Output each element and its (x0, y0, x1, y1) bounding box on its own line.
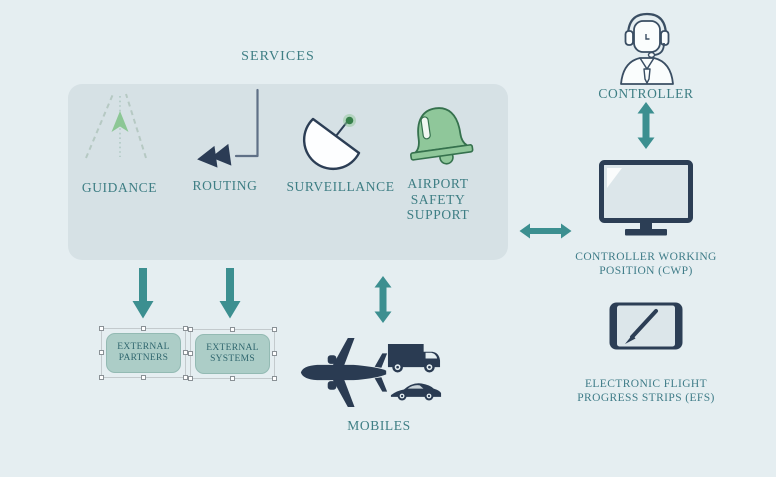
airplane-icon[interactable] (298, 330, 390, 415)
tablet-pen-icon[interactable] (609, 302, 683, 351)
arrow-services-to-external-systems[interactable] (219, 268, 241, 319)
surveillance-label: SURVEILLANCE (286, 179, 395, 194)
routing-icon[interactable] (196, 88, 260, 172)
external-systems-node[interactable]: EXTERNAL SYSTEMS (188, 327, 277, 381)
selection-handle[interactable] (99, 350, 104, 355)
selection-handle[interactable] (183, 375, 188, 380)
cwp-label: CONTROLLER WORKING POSITION (CWP) (575, 251, 717, 277)
guidance-label: GUIDANCE (81, 180, 158, 195)
external-systems-box[interactable]: EXTERNAL SYSTEMS (195, 334, 270, 374)
guidance-icon[interactable] (80, 88, 162, 162)
selection-handle[interactable] (188, 327, 193, 332)
arrow-services-to-external-partners[interactable] (132, 268, 154, 319)
selection-handle[interactable] (99, 326, 104, 331)
car-icon[interactable] (390, 377, 442, 402)
efs-label: ELECTRONIC FLIGHT PROGRESS STRIPS (EFS) (577, 378, 715, 404)
selection-handle[interactable] (188, 376, 193, 381)
monitor-icon[interactable] (599, 160, 693, 237)
selection-handle[interactable] (272, 327, 277, 332)
selection-handle[interactable] (183, 350, 188, 355)
surveillance-icon[interactable] (300, 110, 370, 172)
arrow-services-cwp[interactable] (519, 223, 572, 239)
services-title: SERVICES (241, 49, 315, 64)
controller-headset-icon[interactable] (613, 12, 681, 86)
selection-handle[interactable] (140, 375, 146, 380)
controller-label: CONTROLLER (598, 86, 694, 101)
selection-handle[interactable] (188, 351, 193, 356)
routing-label: ROUTING (192, 178, 258, 193)
external-partners-node[interactable]: EXTERNAL PARTNERS (99, 326, 188, 380)
selection-handle[interactable] (183, 326, 188, 331)
selection-handle[interactable] (272, 351, 277, 356)
arrow-services-mobiles[interactable] (374, 276, 392, 323)
airport-safety-support-icon[interactable] (404, 102, 476, 176)
selection-handle[interactable] (229, 327, 235, 332)
airport-safety-support-label: AIRPORT SAFETY SUPPORT (406, 176, 470, 222)
van-icon[interactable] (387, 342, 441, 375)
mobiles-label: MOBILES (347, 418, 411, 433)
selection-handle[interactable] (99, 375, 104, 380)
selection-handle[interactable] (272, 376, 277, 381)
external-partners-box[interactable]: EXTERNAL PARTNERS (106, 333, 181, 373)
arrow-controller-cwp[interactable] (637, 102, 655, 149)
selection-handle[interactable] (140, 326, 146, 331)
selection-handle[interactable] (229, 376, 235, 381)
